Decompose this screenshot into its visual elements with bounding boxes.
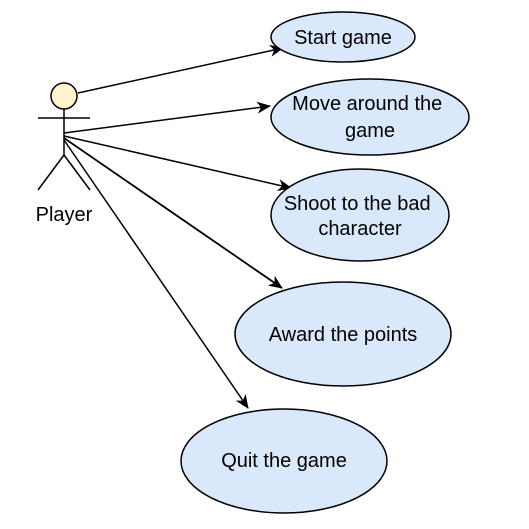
- use-case-ellipse: [234, 281, 452, 387]
- use-case-ellipse: [270, 78, 470, 156]
- use-case-label-line: game: [345, 120, 395, 142]
- use-case-ellipse: [180, 408, 388, 514]
- use-case-ellipse: [270, 168, 450, 262]
- use-case-move[interactable]: Move around the game: [270, 78, 470, 156]
- use-case-start[interactable]: Start game: [270, 11, 416, 63]
- actor-player: Player: [36, 82, 93, 226]
- use-case-label: Move around the game: [292, 93, 448, 142]
- use-case-label-line: character: [318, 218, 402, 240]
- stick-figure-icon: [37, 82, 91, 191]
- use-case-award[interactable]: Award the points: [234, 281, 452, 387]
- association-arrow-shoot: [63, 135, 292, 191]
- use-case-label: Award the points: [269, 324, 418, 346]
- association-arrow-start: [77, 44, 284, 94]
- actor-label: Player: [36, 204, 93, 226]
- use-case-quit[interactable]: Quit the game: [180, 408, 388, 514]
- association-arrow-move: [63, 101, 271, 134]
- use-case-label-line: Move around the: [292, 93, 442, 115]
- use-case-label: Shoot to the bad character: [284, 193, 436, 240]
- use-case-ellipse: [270, 11, 416, 63]
- use-case-label-line: Award the points: [269, 324, 418, 346]
- association-arrow-award: [63, 137, 283, 289]
- association-arrow-quit: [63, 139, 249, 409]
- use-case-shoot[interactable]: Shoot to the bad character: [270, 168, 450, 262]
- use-case-label: Quit the game: [221, 450, 347, 472]
- use-case-label-line: Start game: [294, 27, 392, 49]
- associations: [63, 44, 292, 409]
- use-case-label-line: Quit the game: [221, 450, 347, 472]
- use-case-label-line: Shoot to the bad: [284, 193, 431, 215]
- actor-right-leg: [63, 154, 91, 191]
- actor-left-leg: [37, 154, 65, 191]
- use-case-label: Start game: [294, 27, 392, 49]
- actor-head: [50, 82, 78, 110]
